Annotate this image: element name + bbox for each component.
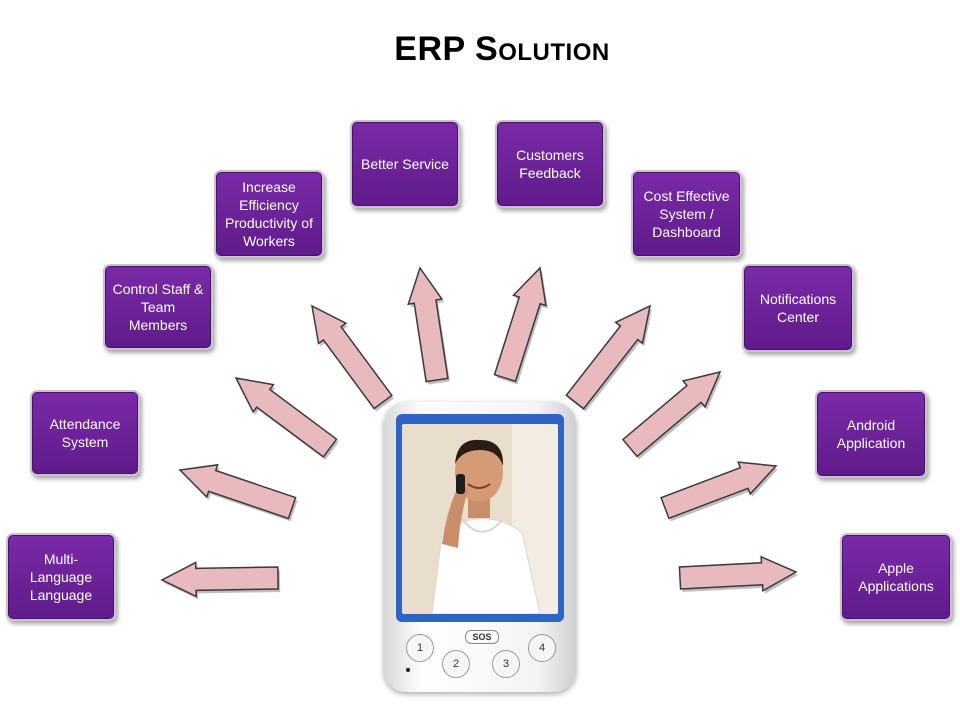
feature-label: Multi- Language Language	[29, 551, 93, 603]
feature-box-increase-efficiency: Increase Efficiency Productivity of Work…	[214, 170, 324, 258]
feature-label: Cost Effective System / Dashboard	[643, 188, 730, 240]
key-3[interactable]: 3	[492, 650, 520, 678]
person-on-phone-illustration	[402, 424, 558, 614]
arrow-to-notifications	[621, 370, 722, 458]
feature-box-notifications: Notifications Center	[742, 264, 854, 352]
feature-box-control-staff: Control Staff & Team Members	[103, 264, 213, 350]
feature-box-cost-effective: Cost Effective System / Dashboard	[631, 170, 742, 258]
feature-box-customers-feedback: Customers Feedback	[495, 120, 605, 208]
arrow-to-better-service	[407, 266, 449, 383]
feature-label: Attendance System	[49, 416, 121, 450]
feature-label: Android Application	[836, 417, 906, 451]
arrow-to-increase-efficiency	[311, 304, 393, 410]
feature-box-apple: Apple Applications	[840, 533, 952, 621]
key-4-cancel[interactable]: 4	[528, 634, 556, 662]
arrow-to-multi-language	[160, 561, 279, 598]
feature-label: Control Staff & Team Members	[112, 281, 204, 333]
phone-screen-frame	[396, 414, 564, 622]
feature-box-attendance: Attendance System	[30, 390, 140, 476]
arrow-to-control-staff	[234, 376, 338, 458]
feature-label: Increase Efficiency Productivity of Work…	[225, 179, 313, 249]
arrow-to-attendance	[178, 463, 297, 520]
arrow-to-cost-effective	[565, 304, 652, 410]
diagram-title: ERP Solution	[394, 30, 610, 68]
arrow-to-android	[660, 461, 778, 520]
feature-label: Customers Feedback	[516, 147, 584, 181]
feature-box-better-service: Better Service	[350, 120, 460, 208]
feature-box-multi-language: Multi- Language Language	[6, 533, 116, 621]
sos-button[interactable]: SOS	[465, 630, 499, 644]
microphone-dot-icon	[406, 668, 410, 672]
feature-label: Apple Applications	[858, 560, 934, 594]
feature-label: Better Service	[361, 156, 449, 172]
key-1-check[interactable]: 1	[406, 634, 434, 662]
key-2[interactable]: 2	[442, 650, 470, 678]
arrow-to-apple	[678, 555, 798, 592]
phone-screen-photo	[402, 424, 558, 614]
feature-label: Notifications Center	[759, 291, 837, 325]
arrow-to-customers-feedback	[493, 266, 547, 383]
mobile-phone: SOS 1 2 3 4	[384, 402, 576, 692]
feature-box-android: Android Application	[815, 390, 927, 478]
